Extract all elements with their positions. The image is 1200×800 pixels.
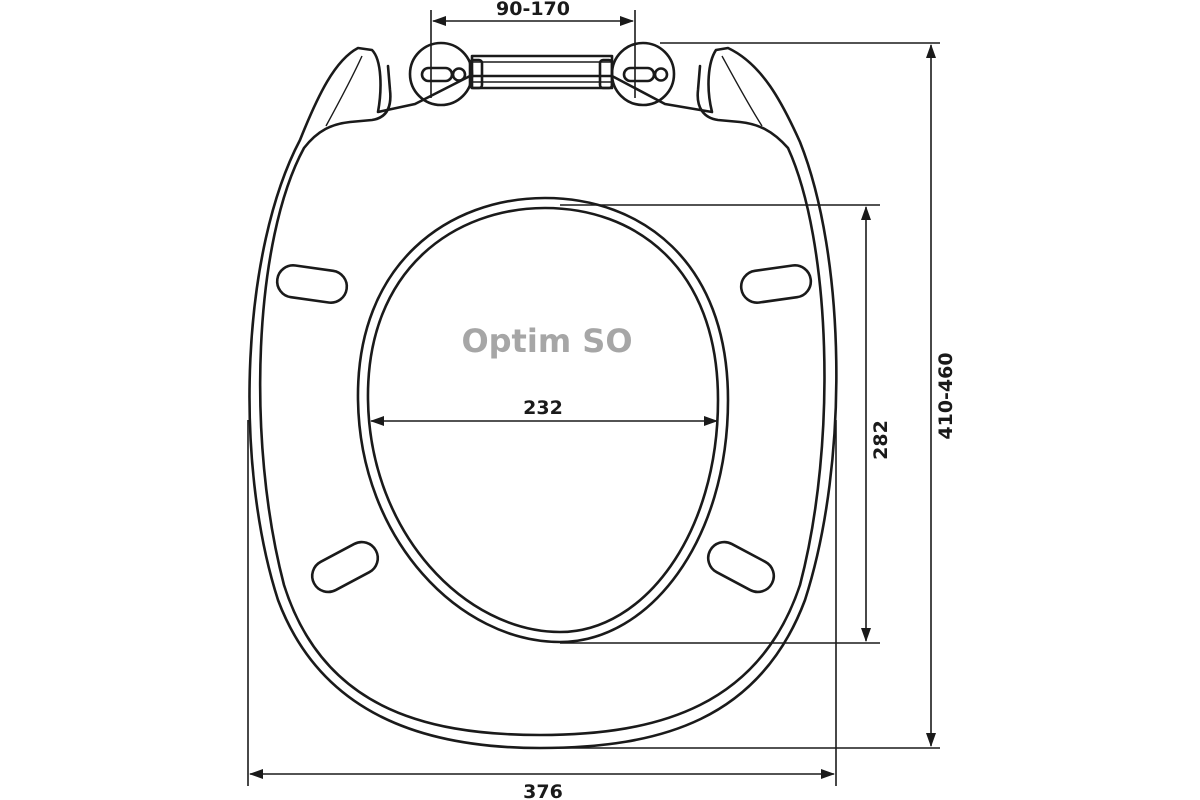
seat-outer-outline	[248, 46, 838, 750]
dim-total-length: 410-460	[540, 42, 957, 749]
left-ear-detail	[325, 55, 363, 127]
slot-lower-right	[706, 540, 776, 594]
opening-outer-outline	[356, 196, 730, 644]
hinge-bar	[470, 54, 614, 90]
seat-opening	[356, 196, 730, 644]
seat-rim-outline	[258, 64, 826, 737]
slot-upper-right	[739, 264, 813, 304]
left-hinge	[408, 41, 474, 107]
dim-total-length-label: 410-460	[935, 352, 957, 439]
bumper-slots	[275, 264, 813, 594]
right-ear-detail	[721, 55, 763, 127]
dim-inner-width: 232	[370, 397, 718, 426]
dim-total-width: 376	[247, 420, 837, 800]
slot-lower-left	[310, 540, 380, 594]
right-hinge	[610, 41, 676, 107]
dim-hinge-spacing-label: 90-170	[496, 0, 570, 20]
seat-body	[248, 46, 838, 750]
dim-total-width-label: 376	[523, 781, 563, 800]
dim-inner-width-label: 232	[523, 397, 563, 419]
dim-inner-length-label: 282	[870, 420, 892, 460]
model-label: Optim SO	[461, 322, 632, 360]
dim-inner-length: 282	[560, 204, 892, 644]
slot-upper-left	[275, 264, 349, 304]
hinge-assembly	[408, 41, 676, 107]
dim-hinge-spacing: 90-170	[430, 0, 636, 98]
opening-inner-outline	[366, 206, 720, 634]
